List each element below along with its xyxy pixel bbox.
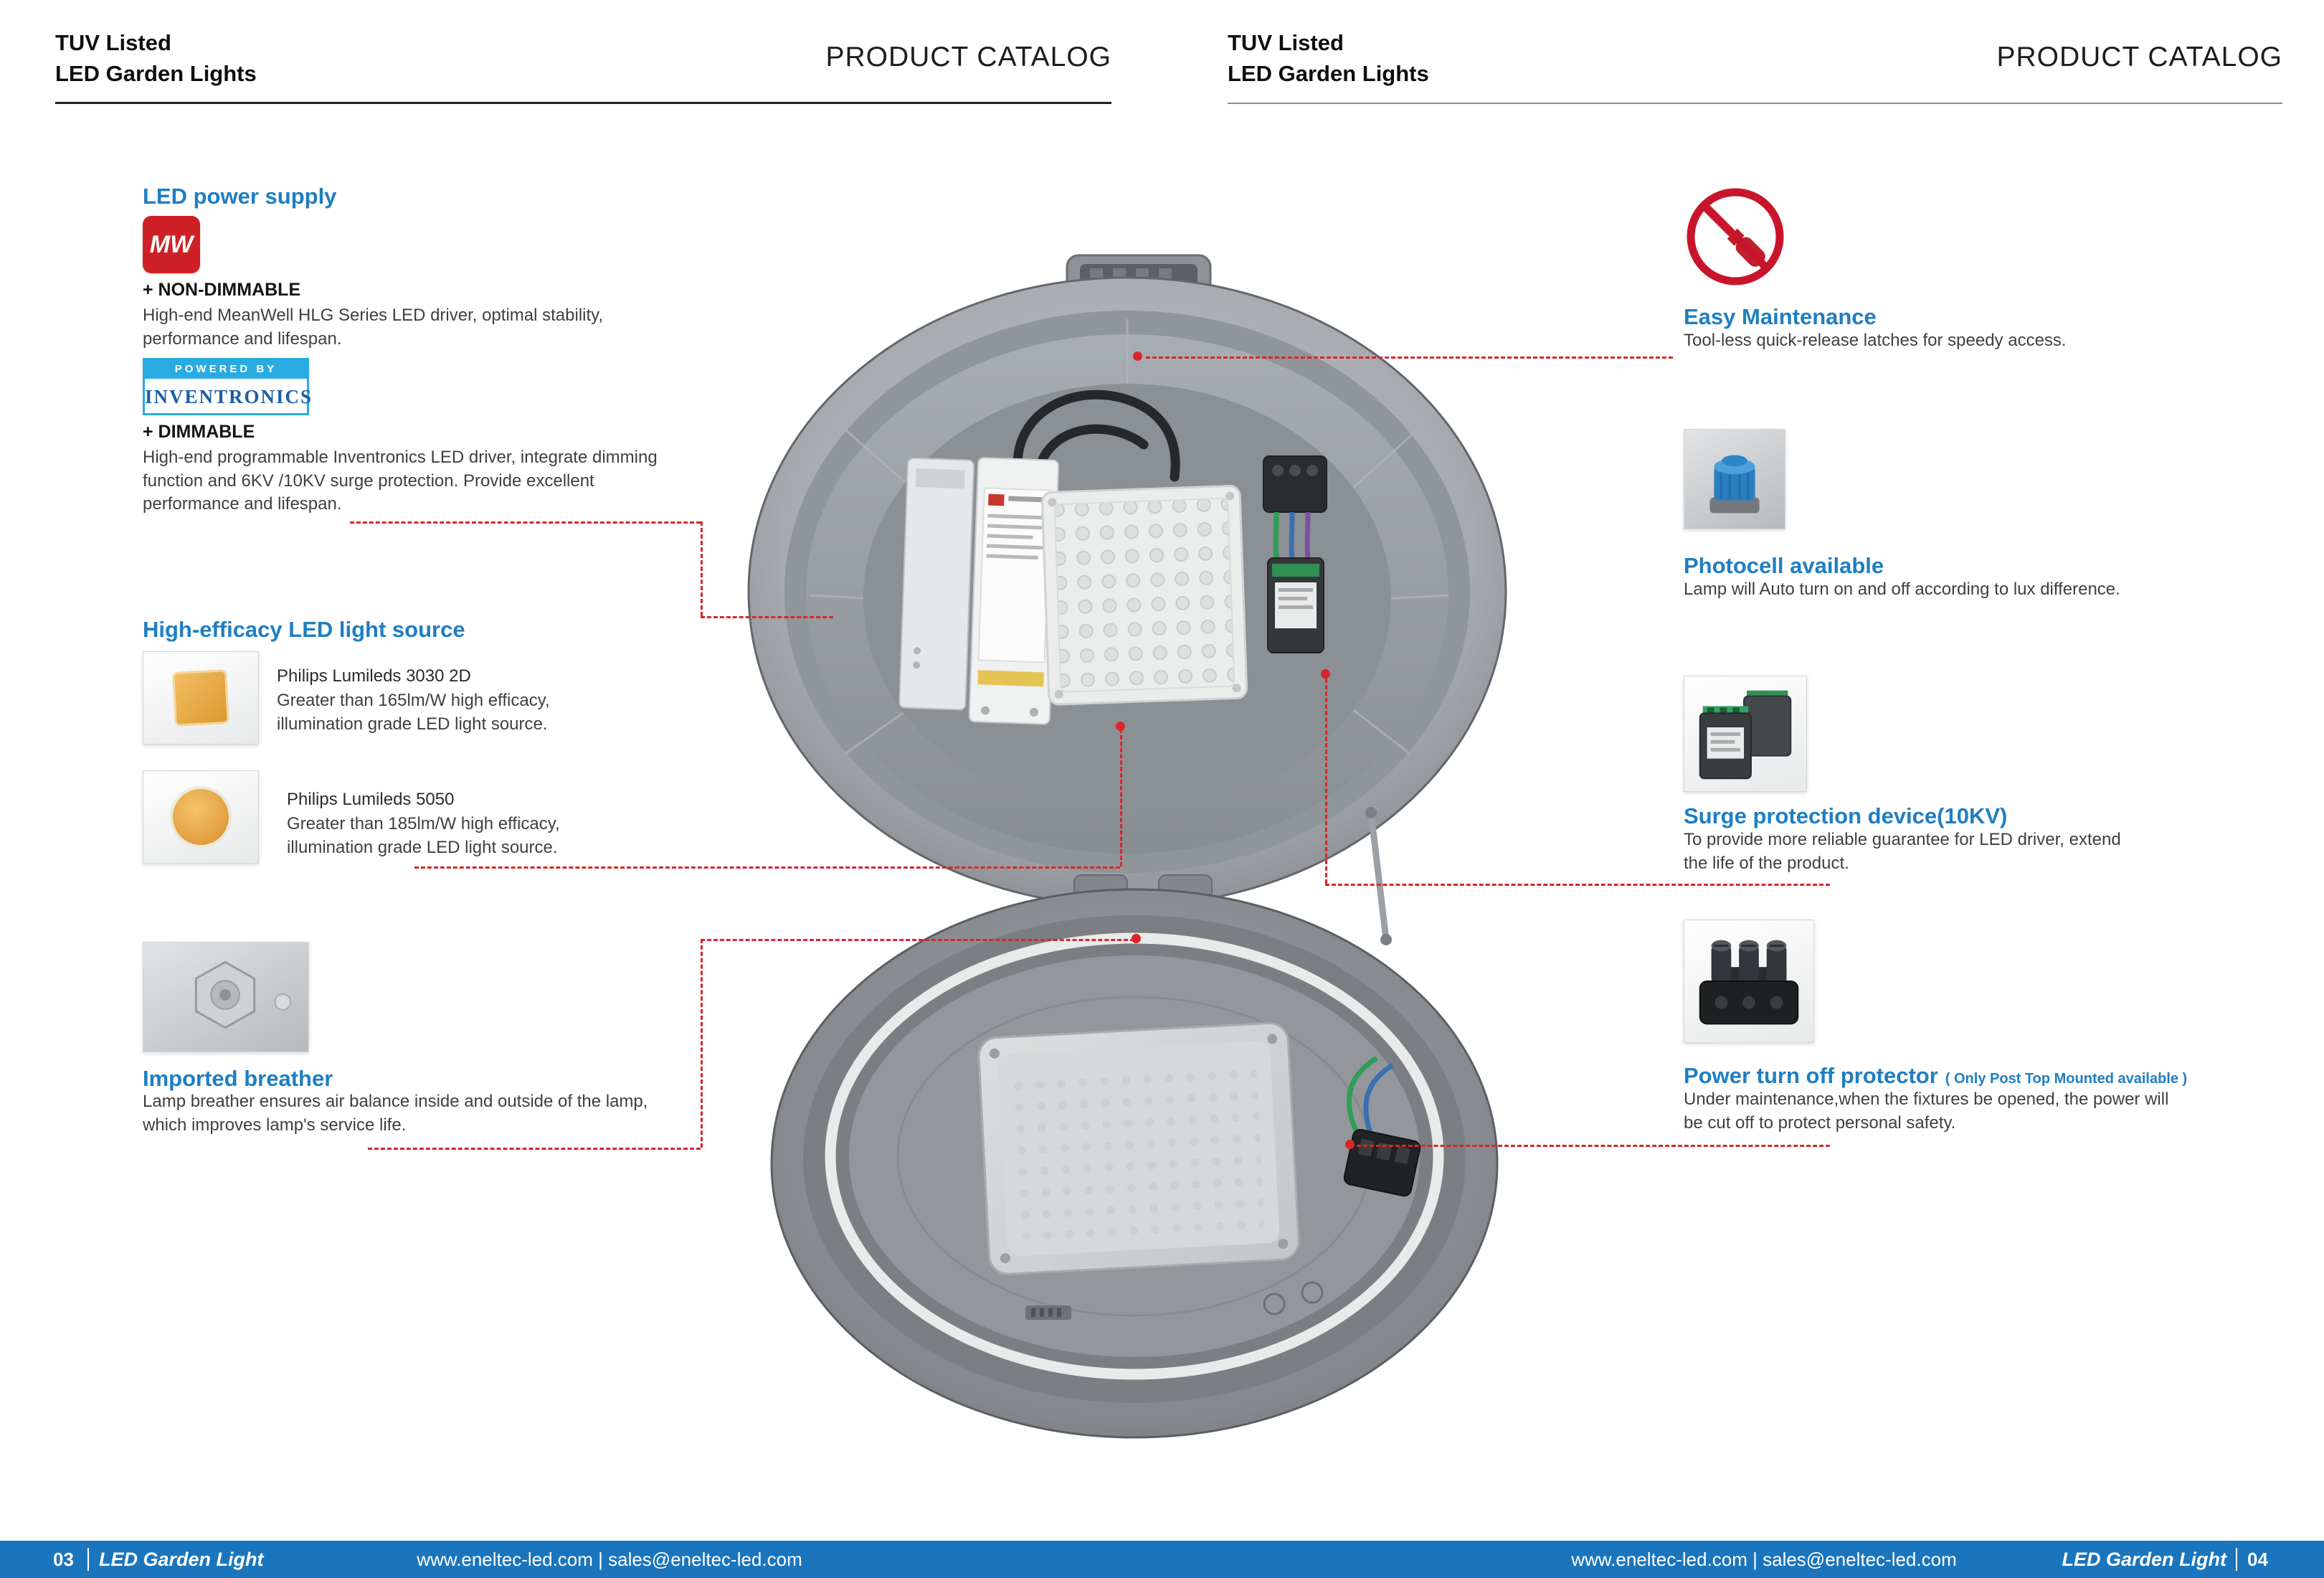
open-fixture-photo <box>747 254 1507 1439</box>
easy-maintenance-title: Easy Maintenance <box>1684 304 1877 329</box>
no-tools-icon <box>1687 188 1784 285</box>
breather-nut-icon <box>194 960 292 1029</box>
right-tuv-listed-label: TUV Listed <box>1228 30 1344 55</box>
surge-title: Surge protection device(10KV) <box>1684 803 2008 828</box>
right-header-rule <box>1228 103 2282 104</box>
left-tuv-listed-label: TUV Listed <box>55 30 171 55</box>
cutoff-title-note: ( Only Post Top Mounted available ) <box>1945 1071 2188 1087</box>
cutoff-title: Power turn off protector <box>1684 1063 1938 1088</box>
surge-text: To provide more reliable guarantee for L… <box>1684 830 2121 873</box>
cutoff-text: Under maintenance,when the fixtures be o… <box>1684 1090 2169 1133</box>
led-chip-5050-image <box>143 770 259 864</box>
leader-dot-latch <box>1133 351 1142 361</box>
leader-dot-surge <box>1321 669 1330 679</box>
right-footer-links: www.eneltec-led.com | sales@eneltec-led.… <box>1571 1549 1957 1570</box>
molded-marks <box>1025 1281 1324 1320</box>
lower-led-cover <box>977 1022 1300 1275</box>
photocell-title: Photocell available <box>1684 553 1884 578</box>
led-chip-3030-die <box>172 669 229 727</box>
footer-divider-right <box>2236 1548 2237 1571</box>
wiring-harness <box>1012 389 1180 482</box>
inventronics-powered-by-label: POWERED BY <box>145 360 307 379</box>
led-chip-3030-desc: Greater than 165lm/W high efficacy, illu… <box>277 691 550 734</box>
leader-dot-cutoff <box>1345 1140 1355 1149</box>
footer-bar: 03 LED Garden Light www.eneltec-led.com … <box>0 1541 2324 1578</box>
cutoff-title-row: Power turn off protector ( Only Post Top … <box>1684 1063 2187 1089</box>
left-footer-brand: LED Garden Light <box>99 1549 264 1570</box>
breather-text: Lamp breather ensures air balance inside… <box>143 1092 648 1135</box>
left-header-rule <box>55 102 1111 104</box>
led-chip-3030-image <box>143 651 259 745</box>
leader-line-driver-h2 <box>701 616 833 618</box>
photocell-image <box>1684 429 1785 529</box>
footer-divider-left <box>87 1548 89 1571</box>
left-garden-lights-label: LED Garden Lights <box>55 61 257 87</box>
dimmable-text: High-end programmable Inventronics LED d… <box>143 448 658 514</box>
right-footer-brand: LED Garden Light <box>2062 1549 2227 1570</box>
surge-device-image <box>1684 676 1807 792</box>
led-module <box>1040 485 1248 706</box>
power-supply-title: LED power supply <box>143 184 337 209</box>
leader-line-driver-v <box>701 521 703 616</box>
breather-image <box>143 942 309 1052</box>
inventronics-logo: POWERED BY INVENTRONICS <box>143 358 313 415</box>
photocell-text: Lamp will Auto turn on and off according… <box>1684 580 2120 599</box>
dimmable-label: + DIMMABLE <box>143 422 255 442</box>
right-product-catalog-title: PRODUCT CATALOG <box>1996 42 2282 72</box>
left-header: TUV Listed LED Garden Lights <box>55 27 257 90</box>
meanwell-logo-text: MW <box>149 230 194 258</box>
leader-line-breather-v <box>701 939 703 1148</box>
light-source-title: High-efficacy LED light source <box>143 617 465 642</box>
cutoff-terminal-icon <box>1699 940 1799 1025</box>
leader-line-surge-h <box>1325 884 1830 886</box>
inventronics-name-label: INVENTRONICS <box>145 386 313 407</box>
left-page-number: 03 <box>53 1549 74 1570</box>
leader-line-ledsource-v <box>1120 729 1122 866</box>
leader-dot-led-module <box>1116 722 1125 731</box>
leader-line-breather-h1 <box>368 1148 701 1150</box>
lid-stay-rod <box>1365 807 1392 945</box>
right-header: TUV Listed LED Garden Lights <box>1228 27 1429 90</box>
led-chip-3030-name: Philips Lumileds 3030 2D <box>277 666 471 686</box>
terminal-and-surge-units <box>1263 455 1327 653</box>
leader-line-ledsource-h <box>414 866 1120 869</box>
non-dimmable-label: + NON-DIMMABLE <box>143 280 301 300</box>
led-chip-5050-desc: Greater than 185lm/W high efficacy, illu… <box>287 814 560 857</box>
surge-device-icon <box>1699 690 1792 780</box>
right-garden-lights-label: LED Garden Lights <box>1228 61 1429 87</box>
non-dimmable-text: High-end MeanWell HLG Series LED driver,… <box>143 306 604 349</box>
breather-title: Imported breather <box>143 1066 333 1091</box>
photocell-icon <box>1709 455 1760 514</box>
meanwell-logo-icon: MW <box>143 216 200 273</box>
led-chip-5050-name: Philips Lumileds 5050 <box>287 790 455 809</box>
leader-line-cutoff-h <box>1357 1145 1830 1147</box>
left-footer-links: www.eneltec-led.com | sales@eneltec-led.… <box>417 1549 802 1570</box>
leader-line-breather-h2 <box>701 939 1134 941</box>
easy-maintenance-text: Tool-less quick-release latches for spee… <box>1684 331 2067 350</box>
cutoff-terminal-image <box>1684 920 1814 1043</box>
right-page-number: 04 <box>2247 1549 2268 1570</box>
leader-dot-lower-shell <box>1132 934 1141 943</box>
led-chip-5050-die <box>170 786 232 848</box>
leader-line-surge-v <box>1325 679 1327 884</box>
leader-line-maintenance-h <box>1146 356 1673 359</box>
leader-line-driver-h1 <box>350 521 701 524</box>
led-driver-units <box>898 457 1060 725</box>
left-product-catalog-title: PRODUCT CATALOG <box>825 42 1111 72</box>
